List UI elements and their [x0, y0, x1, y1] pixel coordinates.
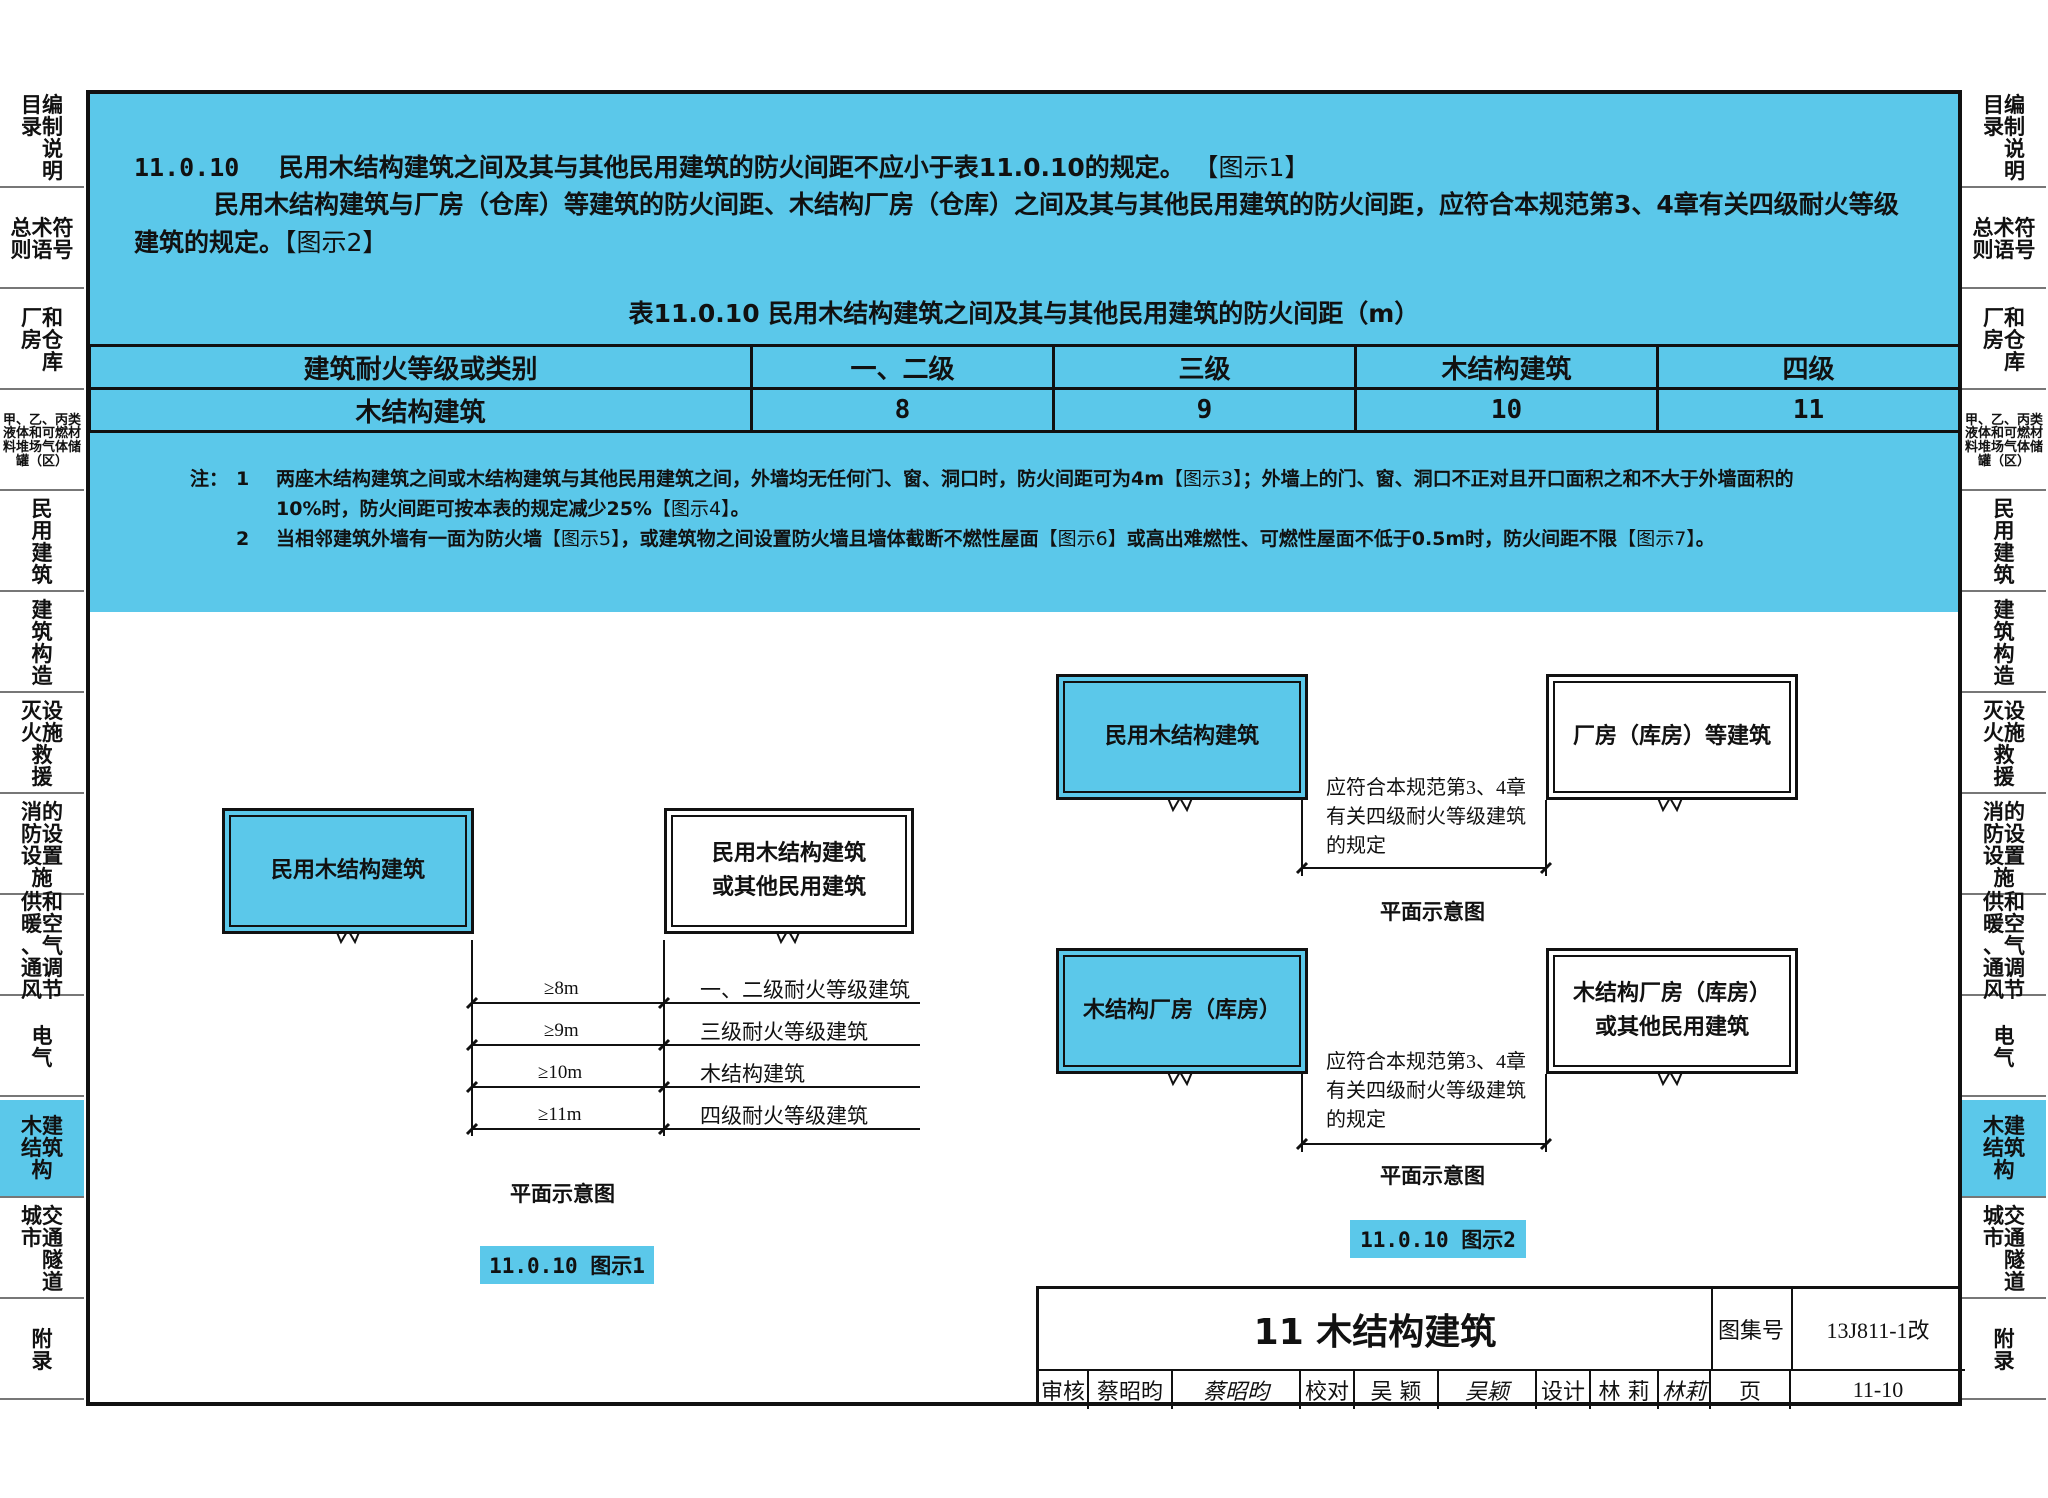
- clause-paragraph: 民用木结构建筑与厂房（仓库）等建筑的防火间距、木结构厂房（仓库）之间及其与其他民…: [134, 186, 1914, 262]
- chapter-tab[interactable]: 城交 市通 隧 道: [1962, 1201, 2046, 1299]
- checker-signature: 吴颖: [1439, 1371, 1537, 1409]
- chapter-tab[interactable]: 灭设 火施 救 援: [1962, 696, 2046, 794]
- chapter-tab[interactable]: 甲、乙、丙类液体和可燃材料堆场气体储罐（区）: [0, 393, 84, 491]
- chapter-tab[interactable]: 城交 市通 隧 道: [0, 1201, 84, 1299]
- table-notes: 注：1 两座木结构建筑之间或木结构建筑与其他民用建筑之间，外墙均无任何门、窗、洞…: [190, 464, 1830, 554]
- rule-text: 应符合本规范第3、4章有关四级耐火等级建筑的规定: [1326, 1051, 1526, 1131]
- table-cell: 9: [1052, 387, 1357, 433]
- chapter-tab[interactable]: 消的 防设 设置 施: [0, 797, 84, 895]
- chapter-tab[interactable]: 民 用 建 筑: [1962, 494, 2046, 592]
- page-label: 页: [1711, 1371, 1791, 1409]
- distance-label: ≥8m: [544, 978, 579, 999]
- note-1: 注：1 两座木结构建筑之间或木结构建筑与其他民用建筑之间，外墙均无任何门、窗、洞…: [190, 464, 1830, 524]
- chapter-tab[interactable]: 目编 录制 说 明: [1962, 90, 2046, 188]
- building-box-factory: 厂房（库房）等建筑: [1546, 674, 1798, 800]
- figure-ref-1[interactable]: 【图示1】: [1193, 153, 1310, 182]
- reviewer-signature: 蔡昭昀: [1173, 1371, 1301, 1409]
- atlas-label: 图集号: [1711, 1289, 1793, 1371]
- fire-rating-label: 三级耐火等级建筑: [700, 1020, 868, 1044]
- fire-rating-label: 一、二级耐火等级建筑: [700, 978, 910, 1002]
- note-2-number: 2: [236, 528, 250, 550]
- figure-ref-3[interactable]: 【图示3】: [1164, 468, 1243, 490]
- chapter-tab[interactable]: 总术符 则语号: [0, 191, 84, 289]
- distance-label: ≥9m: [544, 1020, 579, 1041]
- chapter-tab[interactable]: 建 筑 构 造: [0, 595, 84, 693]
- table-header-cell: 一、二级: [750, 344, 1055, 390]
- design-label: 设计: [1537, 1371, 1591, 1409]
- table-cell: 8: [750, 387, 1055, 433]
- table-header-row: 建筑耐火等级或类别 一、二级 三级 木结构建筑 四级: [88, 344, 1961, 390]
- signature-row: 审核 蔡昭昀 蔡昭昀 校对 吴 颖 吴颖 设计 林 莉 林莉 页 11-10: [1039, 1371, 1965, 1409]
- chapter-tab[interactable]: 目编 录制 说 明: [0, 90, 84, 188]
- figure-ref-2[interactable]: 【图示2】: [284, 228, 388, 257]
- table-cell: 11: [1656, 387, 1961, 433]
- note-1-text: 两座木结构建筑之间或木结构建筑与其他民用建筑之间，外墙均无任何门、窗、洞口时，防…: [276, 468, 1794, 520]
- table-cell: 10: [1354, 387, 1659, 433]
- check-label: 校对: [1301, 1371, 1355, 1409]
- table-title: 表11.0.10 民用木结构建筑之间及其与其他民用建筑的防火间距（m）: [628, 299, 1420, 328]
- note-2: 2 当相邻建筑外墙有一面为防火墙【图示5】，或建筑物之间设置防火墙且墙体截断不燃…: [190, 524, 1830, 554]
- chapter-tab[interactable]: 附 录: [1962, 1302, 2046, 1400]
- building-box-civil-wood: 民用木结构建筑: [222, 808, 474, 934]
- clause-text: 民用木结构建筑之间及其与其他民用建筑的防火间距不应小于表11.0.10的规定。: [278, 153, 1185, 182]
- page-number: 11-10: [1852, 1377, 1904, 1402]
- figure-tag-2: 11.0.10 图示2: [1350, 1220, 1526, 1258]
- reviewer-name: 蔡昭昀: [1089, 1371, 1173, 1409]
- table-header-cell: 三级: [1052, 344, 1357, 390]
- rule-text: 应符合本规范第3、4章有关四级耐火等级建筑的规定: [1326, 777, 1526, 857]
- clause-number: 11.0.10: [134, 153, 240, 182]
- table-header-cell: 建筑耐火等级或类别: [88, 344, 753, 390]
- figure-tag-1: 11.0.10 图示1: [480, 1246, 654, 1284]
- chapter-tab[interactable]: 民 用 建 筑: [0, 494, 84, 592]
- title-block: 11 木结构建筑 图集号 13J811-1改 审核 蔡昭昀 蔡昭昀 校对 吴 颖…: [1036, 1286, 1965, 1409]
- chapter-tab[interactable]: 总术符 则语号: [1962, 191, 2046, 289]
- plan-caption: 平面示意图: [1380, 1164, 1485, 1188]
- designer-name: 林 莉: [1591, 1371, 1659, 1409]
- checker-name: 吴 颖: [1355, 1371, 1439, 1409]
- table-header-cell: 木结构建筑: [1354, 344, 1659, 390]
- chapter-tab[interactable]: 附 录: [0, 1302, 84, 1400]
- designer-signature: 林莉: [1659, 1371, 1711, 1409]
- fire-distance-table: 建筑耐火等级或类别 一、二级 三级 木结构建筑 四级 木结构建筑 8 9 10 …: [88, 344, 1961, 433]
- figure-ref-7[interactable]: 【图示7】: [1617, 528, 1696, 550]
- note-2-text: 当相邻建筑外墙有一面为防火墙【图示5】，或建筑物之间设置防火墙且墙体截断不燃性屋…: [276, 528, 1715, 550]
- table-header-cell: 四级: [1656, 344, 1961, 390]
- building-box-wood-factory: 木结构厂房（库房）: [1056, 948, 1308, 1074]
- chapter-tab[interactable]: 消的 防设 设置 施: [1962, 797, 2046, 895]
- clause-line: 11.0.10 民用木结构建筑之间及其与其他民用建筑的防火间距不应小于表11.0…: [134, 148, 1309, 184]
- chapter-tab[interactable]: 建 筑 构 造: [1962, 595, 2046, 693]
- notes-label: 注：1: [190, 468, 250, 490]
- chapter-tab[interactable]: 灭设 火施 救 援: [0, 696, 84, 794]
- clause-text-2: 民用木结构建筑与厂房（仓库）等建筑的防火间距、木结构厂房（仓库）之间及其与其他民…: [134, 190, 1899, 257]
- table-row: 木结构建筑 8 9 10 11: [88, 387, 1961, 433]
- plan-caption: 平面示意图: [1380, 900, 1485, 924]
- distance-label: ≥10m: [538, 1062, 583, 1083]
- table-cell: 木结构建筑: [88, 387, 753, 433]
- chapter-title: 11 木结构建筑: [1039, 1289, 1713, 1371]
- chapter-tab[interactable]: 木建 结筑 构: [0, 1100, 84, 1198]
- fire-rating-label: 四级耐火等级建筑: [700, 1104, 868, 1128]
- distance-label: ≥11m: [538, 1104, 582, 1125]
- chapter-tab[interactable]: 电 气: [0, 999, 84, 1097]
- atlas-number: 13J811-1改: [1791, 1289, 1965, 1371]
- figure-ref-4[interactable]: 【图示4】: [651, 498, 731, 520]
- building-box-civil-wood: 民用木结构建筑: [1056, 674, 1308, 800]
- chapter-tab[interactable]: 厂和 房仓 库: [0, 292, 84, 390]
- figure-ref-5[interactable]: 【图示5】: [542, 528, 621, 550]
- fire-rating-label: 木结构建筑: [700, 1062, 805, 1086]
- building-box-neighbor: 民用木结构建筑 或其他民用建筑: [664, 808, 914, 934]
- building-box-wood-factory-or-civil: 木结构厂房（库房） 或其他民用建筑: [1546, 948, 1798, 1074]
- chapter-tab[interactable]: 甲、乙、丙类液体和可燃材料堆场气体储罐（区）: [1962, 393, 2046, 491]
- figure-ref-6[interactable]: 【图示6】: [1038, 528, 1127, 550]
- chapter-tab[interactable]: 木建 结筑 构: [1962, 1100, 2046, 1198]
- chapter-tab[interactable]: 厂和 房仓 库: [1962, 292, 2046, 390]
- chapter-tab[interactable]: 电 气: [1962, 999, 2046, 1097]
- plan-caption: 平面示意图: [510, 1182, 615, 1206]
- review-label: 审核: [1039, 1371, 1089, 1409]
